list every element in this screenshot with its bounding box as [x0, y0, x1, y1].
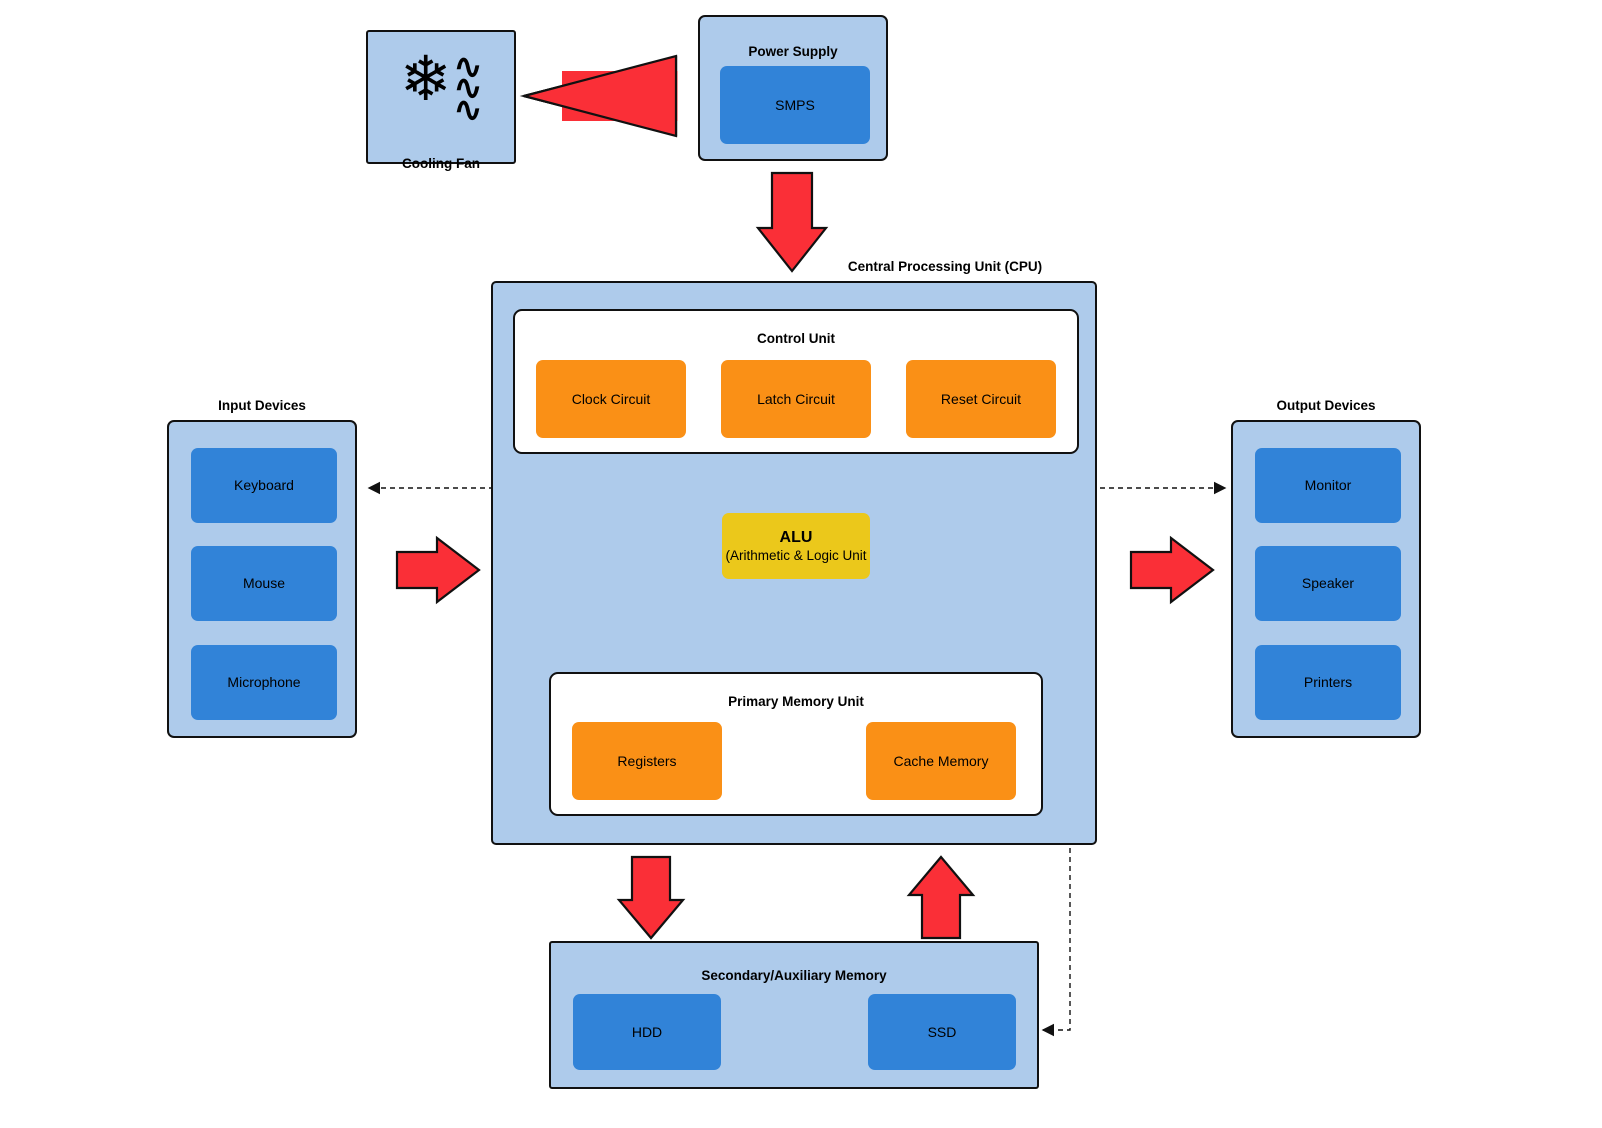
power-supply-panel[interactable]: Power Supply SMPS	[698, 15, 888, 161]
secondary-memory-item-ssd[interactable]: SSD	[868, 994, 1016, 1070]
arrow-secondary-to-cpu	[906, 855, 976, 940]
snowflake-icon: ❄	[399, 45, 452, 114]
cooling-fan-panel[interactable]: ❄ ∿∿∿ Cooling Fan	[366, 30, 516, 171]
wind-icon: ∿∿∿	[453, 48, 483, 129]
cpu-panel[interactable]: Control Unit Clock Circuit Latch Circuit…	[491, 281, 1097, 845]
primary-memory-item-registers[interactable]: Registers	[572, 722, 722, 800]
input-devices-item-mouse[interactable]: Mouse	[191, 546, 337, 621]
primary-memory-unit-box[interactable]: Primary Memory Unit Registers Cache Memo…	[549, 672, 1043, 816]
cpu-title: Central Processing Unit (CPU)	[847, 259, 1043, 274]
power-supply-item-smps[interactable]: SMPS	[720, 66, 870, 144]
cooling-fan-label: Cooling Fan	[402, 156, 480, 171]
input-devices-item-microphone[interactable]: Microphone	[191, 645, 337, 720]
output-devices-item-printers[interactable]: Printers	[1255, 645, 1401, 720]
output-devices-item-speaker[interactable]: Speaker	[1255, 546, 1401, 621]
control-unit-box[interactable]: Control Unit Clock Circuit Latch Circuit…	[513, 309, 1079, 454]
arrow-input-to-cpu	[395, 535, 481, 605]
output-devices-item-monitor[interactable]: Monitor	[1255, 448, 1401, 523]
primary-memory-item-cache-memory[interactable]: Cache Memory	[866, 722, 1016, 800]
arrow-cpu-to-output	[1129, 535, 1215, 605]
input-devices-panel[interactable]: Keyboard Mouse Microphone	[167, 420, 357, 738]
alu-box[interactable]: ALU (Arithmetic & Logic Unit	[722, 513, 870, 579]
arrow-power-to-fan	[519, 54, 678, 138]
arrow-cpu-to-secondary	[616, 855, 686, 940]
control-unit-item-latch-circuit[interactable]: Latch Circuit	[721, 360, 871, 438]
alu-abbr: ALU	[779, 528, 813, 546]
secondary-memory-item-hdd[interactable]: HDD	[573, 994, 721, 1070]
input-devices-item-keyboard[interactable]: Keyboard	[191, 448, 337, 523]
secondary-memory-title: Secondary/Auxiliary Memory	[701, 968, 887, 983]
output-devices-title: Output Devices	[1276, 398, 1376, 413]
cooling-fan-icon-group: ❄ ∿∿∿	[368, 44, 514, 127]
control-unit-item-reset-circuit[interactable]: Reset Circuit	[906, 360, 1056, 438]
input-devices-title: Input Devices	[218, 398, 306, 413]
secondary-memory-panel[interactable]: Secondary/Auxiliary Memory HDD SSD	[549, 941, 1039, 1089]
primary-memory-unit-title: Primary Memory Unit	[728, 694, 864, 709]
control-unit-item-clock-circuit[interactable]: Clock Circuit	[536, 360, 686, 438]
output-devices-panel[interactable]: Monitor Speaker Printers	[1231, 420, 1421, 738]
control-unit-title: Control Unit	[757, 331, 835, 346]
alu-expansion: (Arithmetic & Logic Unit	[725, 547, 867, 563]
power-supply-title: Power Supply	[748, 44, 838, 59]
arrow-power-to-cpu	[755, 171, 829, 273]
